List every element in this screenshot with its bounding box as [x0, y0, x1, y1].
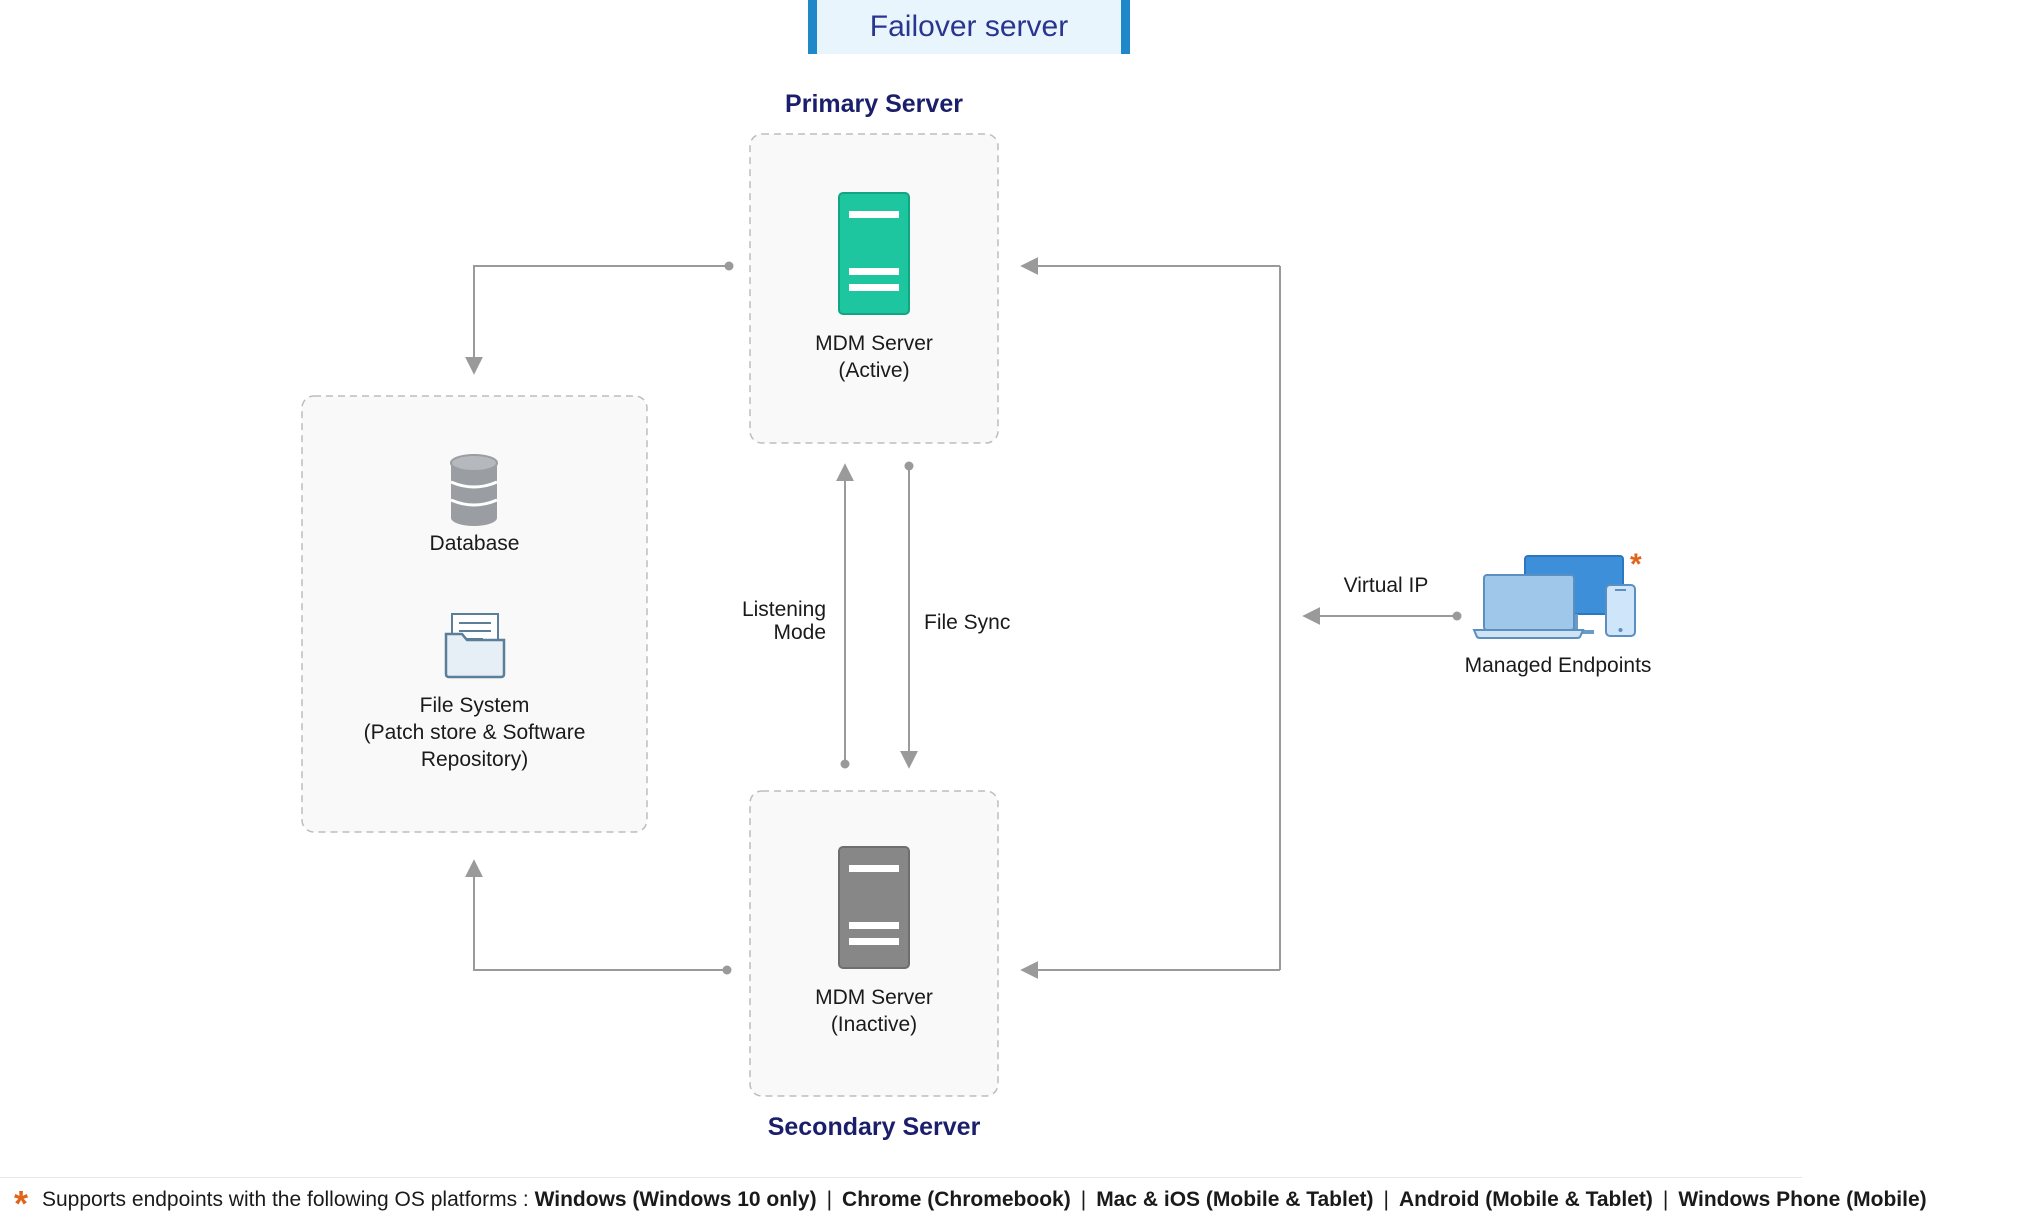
database-label: Database — [429, 532, 520, 555]
devices-icon — [1472, 555, 1636, 639]
footer-separator: | — [826, 1188, 833, 1211]
endpoint-marker: * — [1630, 548, 1642, 581]
secondary-server-heading: Secondary Server — [767, 1113, 981, 1141]
footer-separator: | — [1080, 1188, 1087, 1211]
file-system-title: File System — [419, 694, 530, 717]
listening-mode-line2: Mode — [773, 621, 826, 644]
footer-note: * Supports endpoints with the following … — [0, 1180, 2031, 1224]
secondary-server-icon — [838, 846, 910, 969]
platform-chrome: Chrome (Chromebook) — [842, 1188, 1071, 1211]
arrow-primary-to-storage — [465, 265, 729, 375]
footer-separator: | — [1662, 1188, 1669, 1211]
primary-server-state: (Active) — [838, 359, 910, 382]
primary-server-icon — [838, 192, 910, 315]
footer-divider — [0, 1177, 1802, 1178]
virtual-ip-label: Virtual IP — [1343, 574, 1429, 597]
file-system-desc-1: (Patch store & Software — [363, 721, 586, 744]
managed-endpoints-label: Managed Endpoints — [1464, 654, 1652, 677]
secondary-server-name: MDM Server — [815, 986, 933, 1009]
platform-mac-ios: Mac & iOS (Mobile & Tablet) — [1096, 1188, 1374, 1211]
listening-mode-line1: Listening — [741, 598, 826, 621]
primary-server-heading: Primary Server — [785, 90, 963, 118]
secondary-server-state: (Inactive) — [830, 1013, 918, 1036]
primary-server-name: MDM Server — [815, 332, 933, 355]
secondary-server-label: MDM Server (Inactive) — [750, 984, 998, 1038]
asterisk-icon: * — [13, 1183, 28, 1224]
platform-windows: Windows (Windows 10 only) — [534, 1188, 817, 1211]
file-sync-label: File Sync — [924, 611, 1011, 634]
database-icon — [450, 454, 498, 526]
primary-server-label: MDM Server (Active) — [750, 330, 998, 384]
folder-icon — [444, 613, 506, 679]
arrow-secondary-to-storage — [465, 859, 727, 971]
diagram-title: Failover server — [808, 0, 1130, 54]
footer-intro: Supports endpoints with the following OS… — [42, 1188, 529, 1211]
listening-mode-label: Listening Mode — [700, 598, 826, 644]
file-system-label: File System (Patch store & Software Repo… — [302, 692, 647, 773]
platform-android: Android (Mobile & Tablet) — [1398, 1188, 1653, 1211]
file-system-desc-2: Repository) — [420, 748, 529, 771]
platform-windows-phone: Windows Phone (Mobile) — [1678, 1188, 1927, 1211]
footer-separator: | — [1383, 1188, 1389, 1211]
